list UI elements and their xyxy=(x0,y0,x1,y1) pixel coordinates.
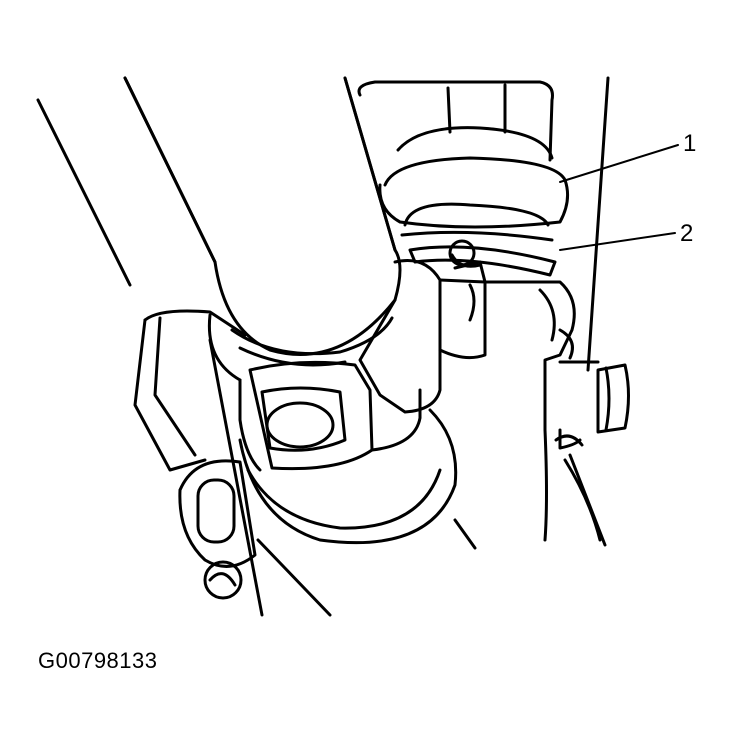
column-outline-lines xyxy=(36,76,610,617)
callout-1-leader xyxy=(559,144,679,183)
steering-gear-housing xyxy=(483,280,602,542)
figure-id: G00798133 xyxy=(38,648,158,673)
lower-mounting-flange xyxy=(178,459,257,600)
intermediate-shaft xyxy=(123,76,402,367)
shaft-seal-boot xyxy=(357,80,570,242)
pinion-coupling xyxy=(133,309,458,545)
callout-label-1: 1 xyxy=(683,130,697,157)
callout-label-2: 2 xyxy=(680,220,694,247)
universal-joint-yoke xyxy=(358,259,487,414)
callout-2-leader xyxy=(559,232,676,251)
callout-leaders xyxy=(559,144,679,251)
housing-bolt xyxy=(596,363,630,434)
